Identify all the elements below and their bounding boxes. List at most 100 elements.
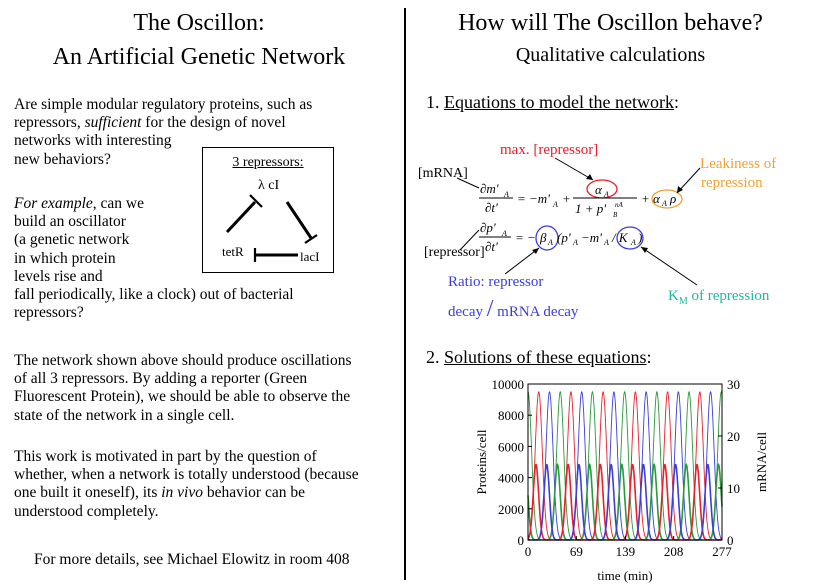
eq1-alpha0-sub: A <box>661 199 667 208</box>
eq1-plus1: + <box>562 191 571 206</box>
eq2-rhs-c-sub: A <box>603 238 609 247</box>
repression-arrows <box>225 194 318 262</box>
eq1-lhs-num-sub: A <box>503 190 509 199</box>
eq2-rhs-b-sub: A <box>572 238 578 247</box>
text-line: This work is motivated in part by the qu… <box>14 448 317 465</box>
section-title: Equations to model the network <box>444 92 674 112</box>
text-span: for the design of novel <box>141 114 286 132</box>
arrowhead-leakiness <box>677 186 683 193</box>
x-tick-label: 139 <box>616 544 636 559</box>
eq1-alpha0: α <box>653 191 661 206</box>
arrow-tetr-to-ci-bar <box>249 194 263 208</box>
y-left-tick-label: 6000 <box>498 439 524 454</box>
right-title: How will The Oscillon behave? Qualitativ… <box>408 8 813 70</box>
text-line: Fluorescent Protein), we should be able … <box>14 388 351 406</box>
y-left-tick-label: 10000 <box>492 377 525 392</box>
y-left-tick-label: 0 <box>518 533 525 548</box>
eq1-den: 1 + p' <box>575 201 606 216</box>
eq2-rhs-d: / K <box>611 230 629 245</box>
section-number: 2. <box>426 347 444 367</box>
label-repressor: [repressor] <box>424 245 485 260</box>
paragraph-question: Are simple modular regulatory proteins, … <box>14 96 394 169</box>
text-span: of repression <box>687 288 770 304</box>
km-circle <box>616 226 644 250</box>
eq2-rhs-b: (p' <box>557 230 571 245</box>
label-leakiness-2: repression <box>701 175 763 191</box>
y-right-tick-label: 10 <box>727 481 740 496</box>
text-line: fall periodically, like a clock) out of … <box>14 286 294 304</box>
eq1-alpha: α <box>595 182 603 197</box>
section-title: Solutions of these equations <box>444 347 647 367</box>
emphasis: in vivo <box>161 484 203 502</box>
eq1-rhs-a: = −m' <box>517 191 550 206</box>
y-left-tick-label: 4000 <box>498 471 524 486</box>
y-left-tick-label: 8000 <box>498 408 524 423</box>
text-line: build an oscillator <box>14 213 126 231</box>
equations: ∂m' A ∂t' = −m' A + α A 1 + p' nA B + α … <box>456 157 701 286</box>
series-line-4 <box>527 463 723 541</box>
x-tick-label: 208 <box>664 544 684 559</box>
alpha-circle <box>586 179 618 199</box>
equation-mrna: ∂m' A ∂t' = −m' A + α A 1 + p' nA B + α … <box>479 179 683 219</box>
arrow-ci-to-laci <box>285 201 313 239</box>
arrow-tetr-to-ci <box>225 200 257 234</box>
eq1-den-sub: B <box>613 211 618 219</box>
section-equations-heading: 1. Equations to model the network: <box>426 92 679 113</box>
eq2-beta-sub: A <box>547 238 553 247</box>
eq2-beta: β <box>539 230 547 245</box>
text-span: repressors, <box>14 114 85 132</box>
node-tetr: tetR <box>222 244 244 259</box>
eq1-lhs-den: ∂t' <box>485 200 498 215</box>
left-title: The Oscillon: An Artificial Genetic Netw… <box>0 8 398 72</box>
equation-repressor: ∂p' A ∂t' = − β A (p' A −m' A / K A ) <box>479 220 644 254</box>
annotation-arrows <box>456 157 701 286</box>
column-divider <box>404 8 406 580</box>
x-tick-label: 0 <box>525 544 532 559</box>
text-line: state of the network in a single cell. <box>14 406 235 424</box>
x-axis-label: time (min) <box>597 568 652 583</box>
emphasis: For example <box>14 195 93 212</box>
text-span: K <box>668 288 679 304</box>
arrowhead-km <box>641 247 648 253</box>
y-left-axis-label: Proteins/cell <box>474 429 489 494</box>
eq2-lhs-num: ∂p' <box>480 220 496 235</box>
arrow-ratio <box>504 247 540 275</box>
leak-circle <box>651 189 683 209</box>
text-line: networks with interesting <box>14 132 172 150</box>
series-line-1 <box>527 390 723 541</box>
arrow-max-repressor <box>554 157 594 181</box>
label-ratio-1: Ratio: repressor <box>448 274 544 290</box>
eq2-rhs-c: −m' <box>581 230 602 245</box>
section-solutions-heading: 2. Solutions of these equations: <box>426 347 652 368</box>
footer-note: For more details, see Michael Elowitz in… <box>34 551 350 568</box>
paragraph-motivation: This work is motivated in part by the qu… <box>14 448 399 521</box>
colon: : <box>646 347 652 367</box>
y-left-tick-label: 2000 <box>498 502 524 517</box>
label-km: KM of repression <box>668 288 769 307</box>
arrow-mrna <box>456 177 480 189</box>
arrowhead-max-repressor <box>586 174 593 180</box>
eq1-lhs-num: ∂m' <box>480 181 499 196</box>
eq2-rhs-a: = − <box>515 230 536 245</box>
text-line: understood completely. <box>14 502 159 520</box>
eq2-rhs-d-sub: A <box>630 238 636 247</box>
text-line: of all 3 repressors. By adding a reporte… <box>14 370 308 388</box>
text-line: repressors, sufficient for the design of… <box>14 114 394 132</box>
arrowhead-ratio <box>532 248 539 254</box>
right-title-line1: How will The Oscillon behave? <box>458 10 763 36</box>
paragraph-network: The network shown above should produce o… <box>14 352 399 425</box>
text-span: mRNA decay <box>493 304 579 320</box>
arrow-km <box>640 246 698 286</box>
box-title: 3 repressors: <box>232 155 304 170</box>
left-title-line2: An Artificial Genetic Network <box>52 44 346 70</box>
slash: / <box>486 296 494 322</box>
emphasis: sufficient <box>84 114 142 132</box>
eq1-rhs-a-sub: A <box>552 200 558 209</box>
text-line: (a genetic network <box>14 231 130 249</box>
right-title-line2: Qualitative calculations <box>515 44 706 66</box>
subscript: M <box>678 296 688 307</box>
text-line: in which protein <box>14 249 116 267</box>
text-line: The network shown above should produce o… <box>14 352 352 369</box>
text-span: decay <box>448 304 487 320</box>
paragraph-example: For example, can we build an oscillator … <box>14 195 394 322</box>
